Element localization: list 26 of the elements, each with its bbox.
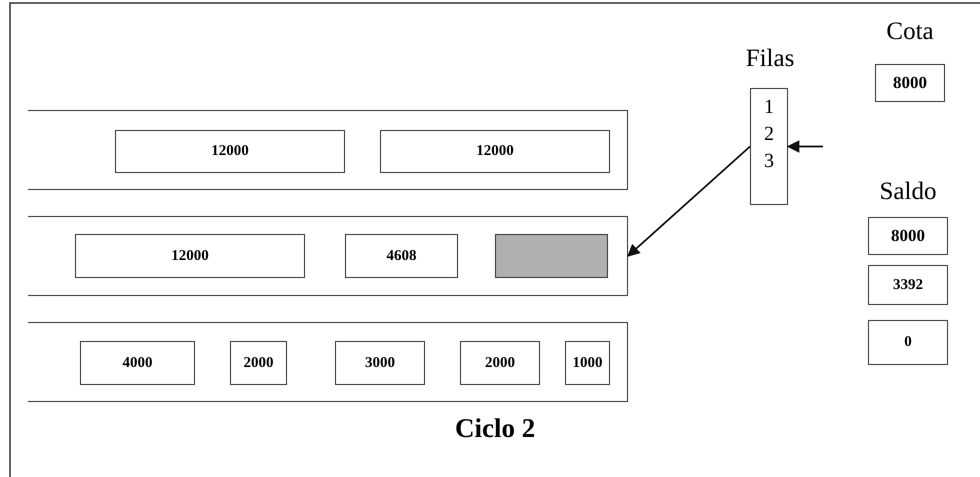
value-box: 8000 — [875, 64, 945, 102]
queue-band — [28, 322, 628, 402]
column-heading: Cota — [886, 18, 934, 46]
column-heading: Saldo — [880, 178, 936, 206]
column-heading: Filas — [746, 45, 794, 73]
arrow — [627, 146, 751, 257]
queue-number: 1 — [763, 95, 775, 120]
queue-band — [28, 216, 628, 296]
queue-number: 2 — [763, 122, 775, 147]
value-box: 12000 — [75, 234, 305, 278]
value-box: 4000 — [80, 341, 195, 385]
value-box: 0 — [868, 320, 948, 365]
value-box: 3392 — [868, 265, 948, 305]
shaded-box — [495, 234, 608, 278]
value-box: 4608 — [345, 234, 458, 278]
queue-number: 3 — [763, 149, 775, 174]
value-box: 3000 — [335, 341, 425, 385]
value-box: 12000 — [380, 130, 610, 173]
caption: Ciclo 2 — [455, 413, 536, 444]
value-box: 1000 — [565, 341, 610, 385]
value-box: 12000 — [115, 130, 345, 173]
queue-band — [28, 110, 628, 190]
value-box: 2000 — [460, 341, 540, 385]
arrow — [786, 140, 823, 153]
value-box: 8000 — [868, 217, 948, 255]
value-box: 2000 — [230, 341, 287, 385]
